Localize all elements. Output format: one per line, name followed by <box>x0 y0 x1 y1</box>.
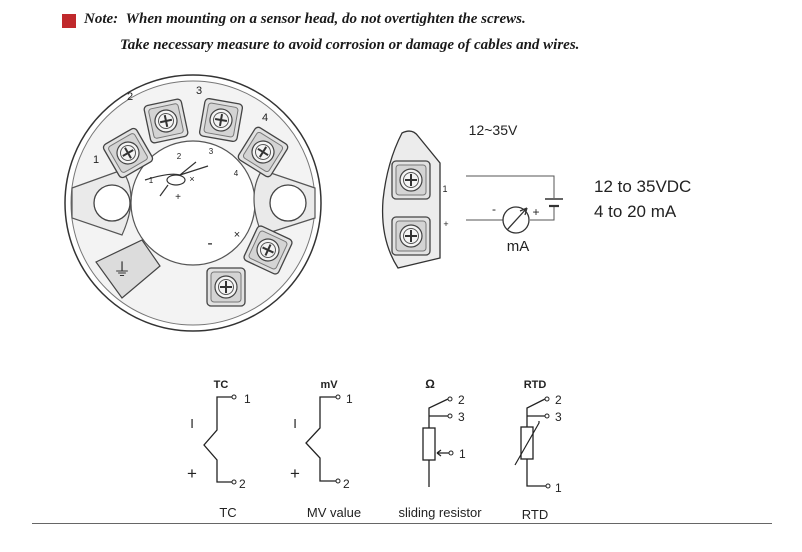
rtd-pin-1: 1 <box>555 481 562 495</box>
tc-pin-2: 2 <box>239 477 246 491</box>
ohm-symbol: Ω <box>425 377 435 391</box>
head-plus-sign: + <box>175 192 181 203</box>
head-minus-sign: - <box>207 235 212 252</box>
ammeter-icon <box>502 206 530 234</box>
meter-plus: + <box>532 205 539 219</box>
supply-terminal <box>392 161 430 199</box>
tc-wiring-sketch <box>144 161 209 197</box>
terminal-number-1: 1 <box>93 154 99 166</box>
tc-plus: + <box>187 464 197 483</box>
wire-bottom <box>466 207 555 221</box>
tc-circuit <box>203 396 232 483</box>
mv-caption: MV value <box>307 505 361 520</box>
input-tc: TC 1 2 I + TC <box>187 379 251 520</box>
mv-minus: I <box>293 416 297 431</box>
pot-caption: sliding resistor <box>398 505 482 520</box>
loop-terminal <box>392 217 430 255</box>
wiring-diagram: 1 + 12~35V - + mA 12 to 35VDC 4 to 20 mA <box>381 122 691 269</box>
terminal-label-1: 1 <box>442 184 447 194</box>
sensor-head: ⏚ 1 2 3 4 1 2 3 4 - + × × <box>64 74 322 332</box>
mv-plus: + <box>290 464 300 483</box>
terminal-block-3 <box>199 98 243 142</box>
terminal-block-2 <box>143 98 188 143</box>
wire-top <box>466 175 555 198</box>
battery-icon <box>545 198 563 208</box>
terminal-number-4: 4 <box>262 112 268 124</box>
input-mv: mV 1 2 I + MV value <box>290 379 361 520</box>
pot-pin-2: 2 <box>458 393 465 407</box>
input-sliding-resistor: Ω 2 3 1 sliding resistor <box>398 377 482 520</box>
inner-number-1: 1 <box>149 176 154 185</box>
spec-current: 4 to 20 mA <box>594 202 677 221</box>
rtd-symbol: RTD <box>524 379 547 391</box>
tc-caption: TC <box>219 505 236 520</box>
rtd-variable-arrow <box>514 421 540 466</box>
inner-number-3: 3 <box>209 147 214 156</box>
tc-minus: I <box>190 416 194 431</box>
head-cross-mark-b: × <box>189 174 194 184</box>
rtd-pin-3: 3 <box>555 410 562 424</box>
input-rtd: RTD 2 3 1 RTD <box>514 379 562 522</box>
bottom-divider <box>32 523 772 524</box>
head-cross-mark-a: × <box>234 229 240 241</box>
mounting-hole-left <box>71 169 132 236</box>
meter-minus: - <box>492 202 496 216</box>
terminal-block-plus <box>207 268 245 306</box>
pot-pin-1: 1 <box>459 447 466 461</box>
note-line-1: Note: When mounting on a sensor head, do… <box>84 11 526 28</box>
tc-symbol: TC <box>214 379 229 391</box>
mv-symbol: mV <box>320 379 338 391</box>
ground-icon: ⏚ <box>113 260 131 281</box>
inner-number-4: 4 <box>234 169 239 178</box>
tc-pin-1: 1 <box>244 392 251 406</box>
note-marker <box>62 14 76 28</box>
note-text-1: When mounting on a sensor head, do not o… <box>125 11 526 27</box>
potentiometer-body <box>422 427 436 461</box>
terminal-label-plus: + <box>443 219 448 229</box>
note-text-2: Take necessary measure to avoid corrosio… <box>120 37 580 53</box>
spec-voltage: 12 to 35VDC <box>594 177 691 196</box>
pot-pin-3: 3 <box>458 410 465 424</box>
grounding-pad: ⏚ <box>95 239 161 299</box>
rtd-caption: RTD <box>522 507 548 522</box>
terminal-number-2: 2 <box>127 91 133 103</box>
wiper-arrow <box>436 449 449 457</box>
inner-number-2: 2 <box>177 152 182 161</box>
terminal-number-3: 3 <box>196 85 202 97</box>
rtd-pin-2: 2 <box>555 393 562 407</box>
note-prefix: Note <box>84 11 114 27</box>
supply-label: 12~35V <box>469 122 518 138</box>
note-colon: : <box>113 11 119 27</box>
mv-circuit <box>305 396 336 482</box>
meter-unit: mA <box>507 238 530 255</box>
mounting-hole-right <box>253 169 316 236</box>
mv-pin-2: 2 <box>343 477 350 491</box>
mv-pin-1: 1 <box>346 392 353 406</box>
